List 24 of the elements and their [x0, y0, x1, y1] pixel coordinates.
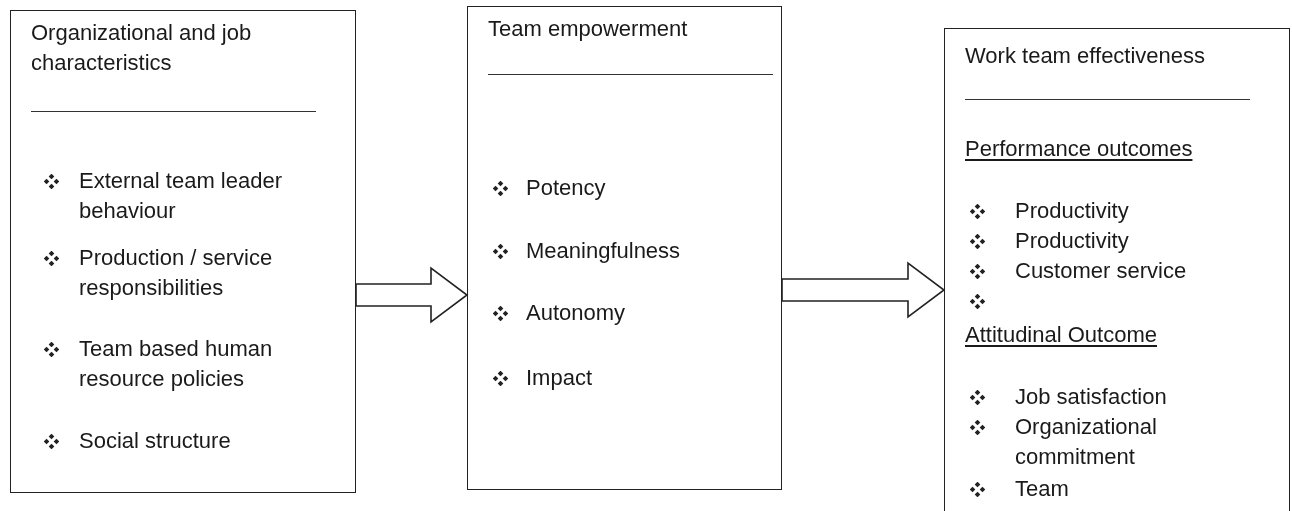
list-item: Customer service — [1015, 257, 1188, 285]
list-item: Team — [1015, 475, 1070, 503]
list-item: Productivity — [1015, 197, 1130, 225]
text-panel — [944, 28, 1290, 511]
text-panel — [467, 6, 782, 490]
panel-heading: Team empowerment — [488, 15, 689, 43]
block-arrow — [355, 266, 469, 324]
list-item: Team based human resource policies — [79, 335, 274, 393]
block-arrow — [781, 261, 946, 319]
text-panel — [10, 10, 356, 493]
section-subheading: Attitudinal Outcome — [965, 321, 1158, 349]
list-item: Meaningfulness — [526, 237, 682, 265]
list-item: External team leader behaviour — [79, 167, 283, 225]
list-item: Job satisfaction — [1015, 383, 1168, 411]
section-subheading: Performance outcomes — [965, 135, 1194, 163]
list-item: Productivity — [1015, 227, 1130, 255]
list-item: Potency — [526, 174, 607, 202]
panel-heading: Organizational and job characteristics — [31, 19, 253, 77]
list-item: Production / service responsibilities — [79, 244, 274, 302]
list-item: Impact — [526, 364, 594, 392]
list-item: Social structure — [79, 427, 232, 455]
list-item: Autonomy — [526, 299, 627, 327]
panel-heading: Work team effectiveness — [965, 42, 1207, 70]
list-item: Organizational commitment — [1015, 413, 1158, 471]
